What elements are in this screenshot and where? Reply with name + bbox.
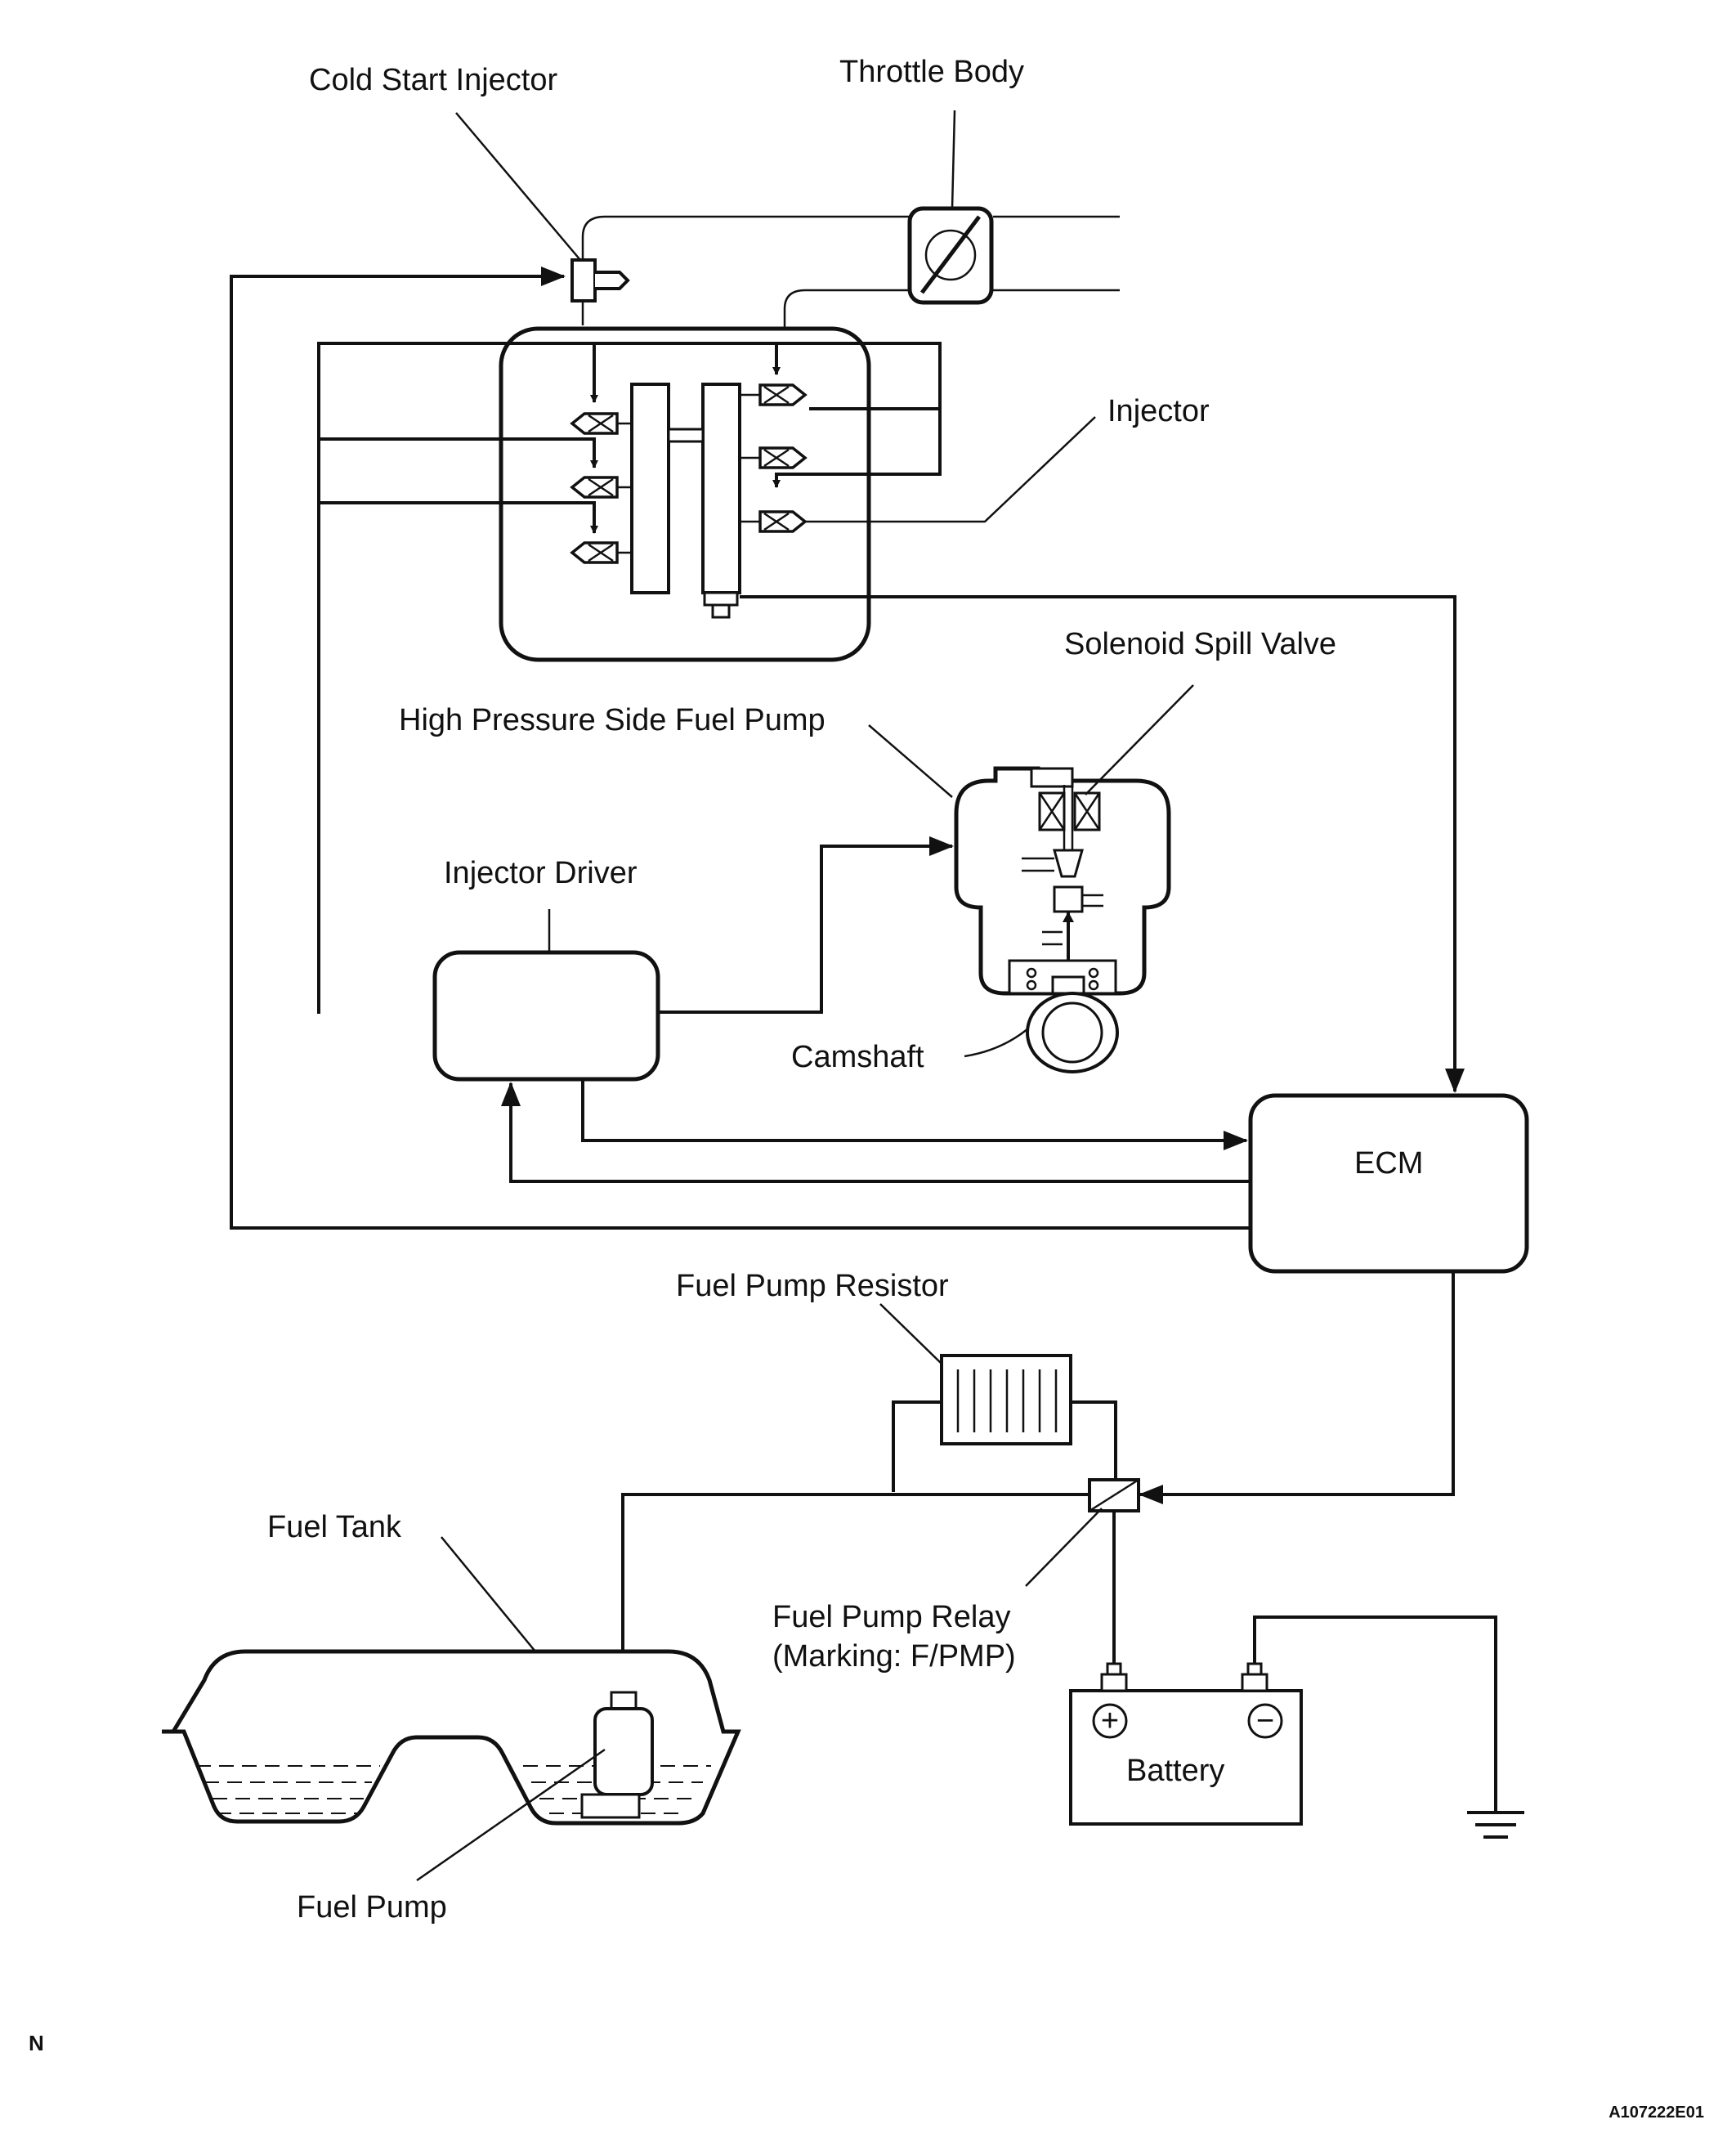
label-fuel-pump-relay-marking: (Marking: F/PMP) <box>772 1639 1016 1674</box>
label-fuel-tank: Fuel Tank <box>267 1510 402 1544</box>
throttle-body <box>907 110 994 305</box>
label-fuel-pump: Fuel Pump <box>297 1890 447 1925</box>
label-fuel-pump-relay: Fuel Pump Relay <box>772 1600 1010 1634</box>
label-battery: Battery <box>1126 1754 1224 1788</box>
label-cold-start-injector: Cold Start Injector <box>309 63 557 97</box>
injectors-left <box>570 412 632 564</box>
label-fuel-pump-resistor: Fuel Pump Resistor <box>676 1269 949 1303</box>
ground-icon <box>1467 1811 1524 1839</box>
cold-start-injector <box>455 112 630 302</box>
engine-block <box>499 326 871 662</box>
injectors-right <box>740 383 808 533</box>
fuel-pump-resistor <box>879 1303 1117 1492</box>
fuel-pump <box>416 1691 654 1882</box>
battery-negative-symbol: − <box>1256 1704 1274 1738</box>
battery-positive-symbol: + <box>1101 1704 1119 1738</box>
ecm-to-cold-start-line <box>230 267 1251 1230</box>
label-injector-driver: Injector Driver <box>444 856 638 890</box>
injector-driver <box>432 836 1251 1183</box>
label-injector: Injector <box>1107 394 1210 428</box>
label-ecm: ECM <box>1354 1146 1423 1181</box>
fuel-pump-relay <box>613 1478 1140 1686</box>
battery: + − <box>1069 1615 1497 1826</box>
injector-signal-lines <box>317 342 1096 1014</box>
intake-manifold <box>581 215 1120 327</box>
high-pressure-fuel-pump <box>868 684 1194 996</box>
label-solenoid-spill-valve: Solenoid Spill Valve <box>1064 627 1336 661</box>
sensor-to-ecm-line <box>740 595 1465 1093</box>
corner-mark: N <box>29 2031 44 2055</box>
figure-code: A107222E01 <box>1608 2104 1704 2122</box>
ecm-box <box>1248 1093 1529 1274</box>
label-throttle-body: Throttle Body <box>839 55 1024 89</box>
ecm-to-relay-line <box>1139 1271 1455 1504</box>
camshaft <box>964 992 1119 1073</box>
label-camshaft: Camshaft <box>791 1040 924 1074</box>
label-high-pressure-pump: High Pressure Side Fuel Pump <box>399 703 825 737</box>
